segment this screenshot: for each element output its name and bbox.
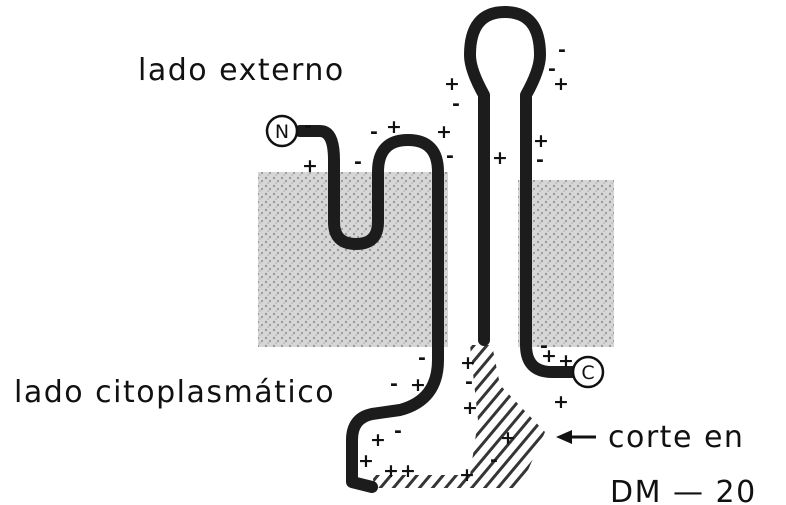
charge-minus: - bbox=[452, 93, 460, 115]
charge-minus: - bbox=[394, 420, 402, 442]
charge-plus: + bbox=[410, 374, 426, 396]
n-terminus-label: N bbox=[275, 121, 289, 143]
cut-arrow-head bbox=[556, 430, 572, 444]
charge-plus: + bbox=[500, 427, 516, 449]
charge-plus: + bbox=[383, 460, 399, 482]
charge-minus: - bbox=[418, 347, 426, 369]
charge-minus: - bbox=[354, 151, 362, 173]
outer-side-label: lado externo bbox=[138, 53, 345, 88]
charge-plus: + bbox=[370, 429, 386, 451]
charge-minus: - bbox=[548, 58, 556, 80]
c-terminus-label: C bbox=[581, 362, 594, 384]
charge-plus: + bbox=[386, 116, 402, 138]
inner-side-label: lado citoplasmático bbox=[14, 375, 335, 410]
charge-plus: + bbox=[444, 73, 460, 95]
charge-plus: + bbox=[302, 155, 318, 177]
charge-minus: - bbox=[540, 335, 548, 357]
charge-plus: + bbox=[358, 450, 374, 472]
membrane-right-block bbox=[518, 180, 614, 347]
charge-minus: - bbox=[446, 145, 454, 167]
charge-plus: + bbox=[436, 121, 452, 143]
charge-plus: + bbox=[492, 147, 508, 169]
charge-minus: - bbox=[304, 115, 312, 137]
charge-plus: + bbox=[558, 350, 574, 372]
cut-label-line2: DM — 20 bbox=[610, 475, 757, 505]
membrane-left-block bbox=[258, 172, 448, 347]
charge-plus: + bbox=[459, 464, 475, 486]
charge-minus: - bbox=[536, 149, 544, 171]
charge-minus: - bbox=[558, 39, 566, 61]
charge-plus: + bbox=[400, 460, 416, 482]
charge-plus: + bbox=[462, 397, 478, 419]
charge-minus: - bbox=[490, 449, 498, 471]
charge-plus: + bbox=[553, 391, 569, 413]
charge-minus: - bbox=[465, 371, 473, 393]
charge-minus: - bbox=[390, 373, 398, 395]
charge-minus: - bbox=[370, 121, 378, 143]
cut-label-line1: corte en bbox=[608, 420, 744, 455]
